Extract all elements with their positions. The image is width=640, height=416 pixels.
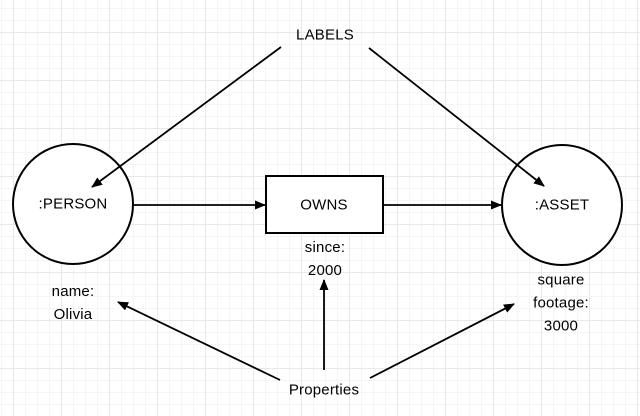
asset-node-circle[interactable] bbox=[501, 144, 623, 266]
person-node-circle[interactable] bbox=[12, 143, 134, 265]
arrow-labels-to-asset[interactable] bbox=[368, 47, 545, 187]
labels-annotation[interactable]: LABELS bbox=[296, 26, 354, 44]
owns-property-text[interactable]: since: 2000 bbox=[304, 239, 346, 279]
person-node-label[interactable]: :PERSON bbox=[38, 195, 108, 213]
asset-property-text[interactable]: square footage: 3000 bbox=[533, 271, 589, 335]
person-property-text[interactable]: name: Olivia bbox=[51, 283, 95, 323]
arrow-properties-to-name[interactable] bbox=[117, 301, 281, 381]
owns-relationship-label[interactable]: OWNS bbox=[300, 196, 348, 214]
asset-node-label[interactable]: :ASSET bbox=[534, 196, 590, 214]
properties-annotation[interactable]: Properties bbox=[288, 381, 360, 399]
arrow-labels-to-person[interactable] bbox=[91, 46, 282, 188]
owns-relationship-box[interactable] bbox=[265, 175, 384, 234]
arrow-properties-to-footage[interactable] bbox=[369, 303, 515, 379]
